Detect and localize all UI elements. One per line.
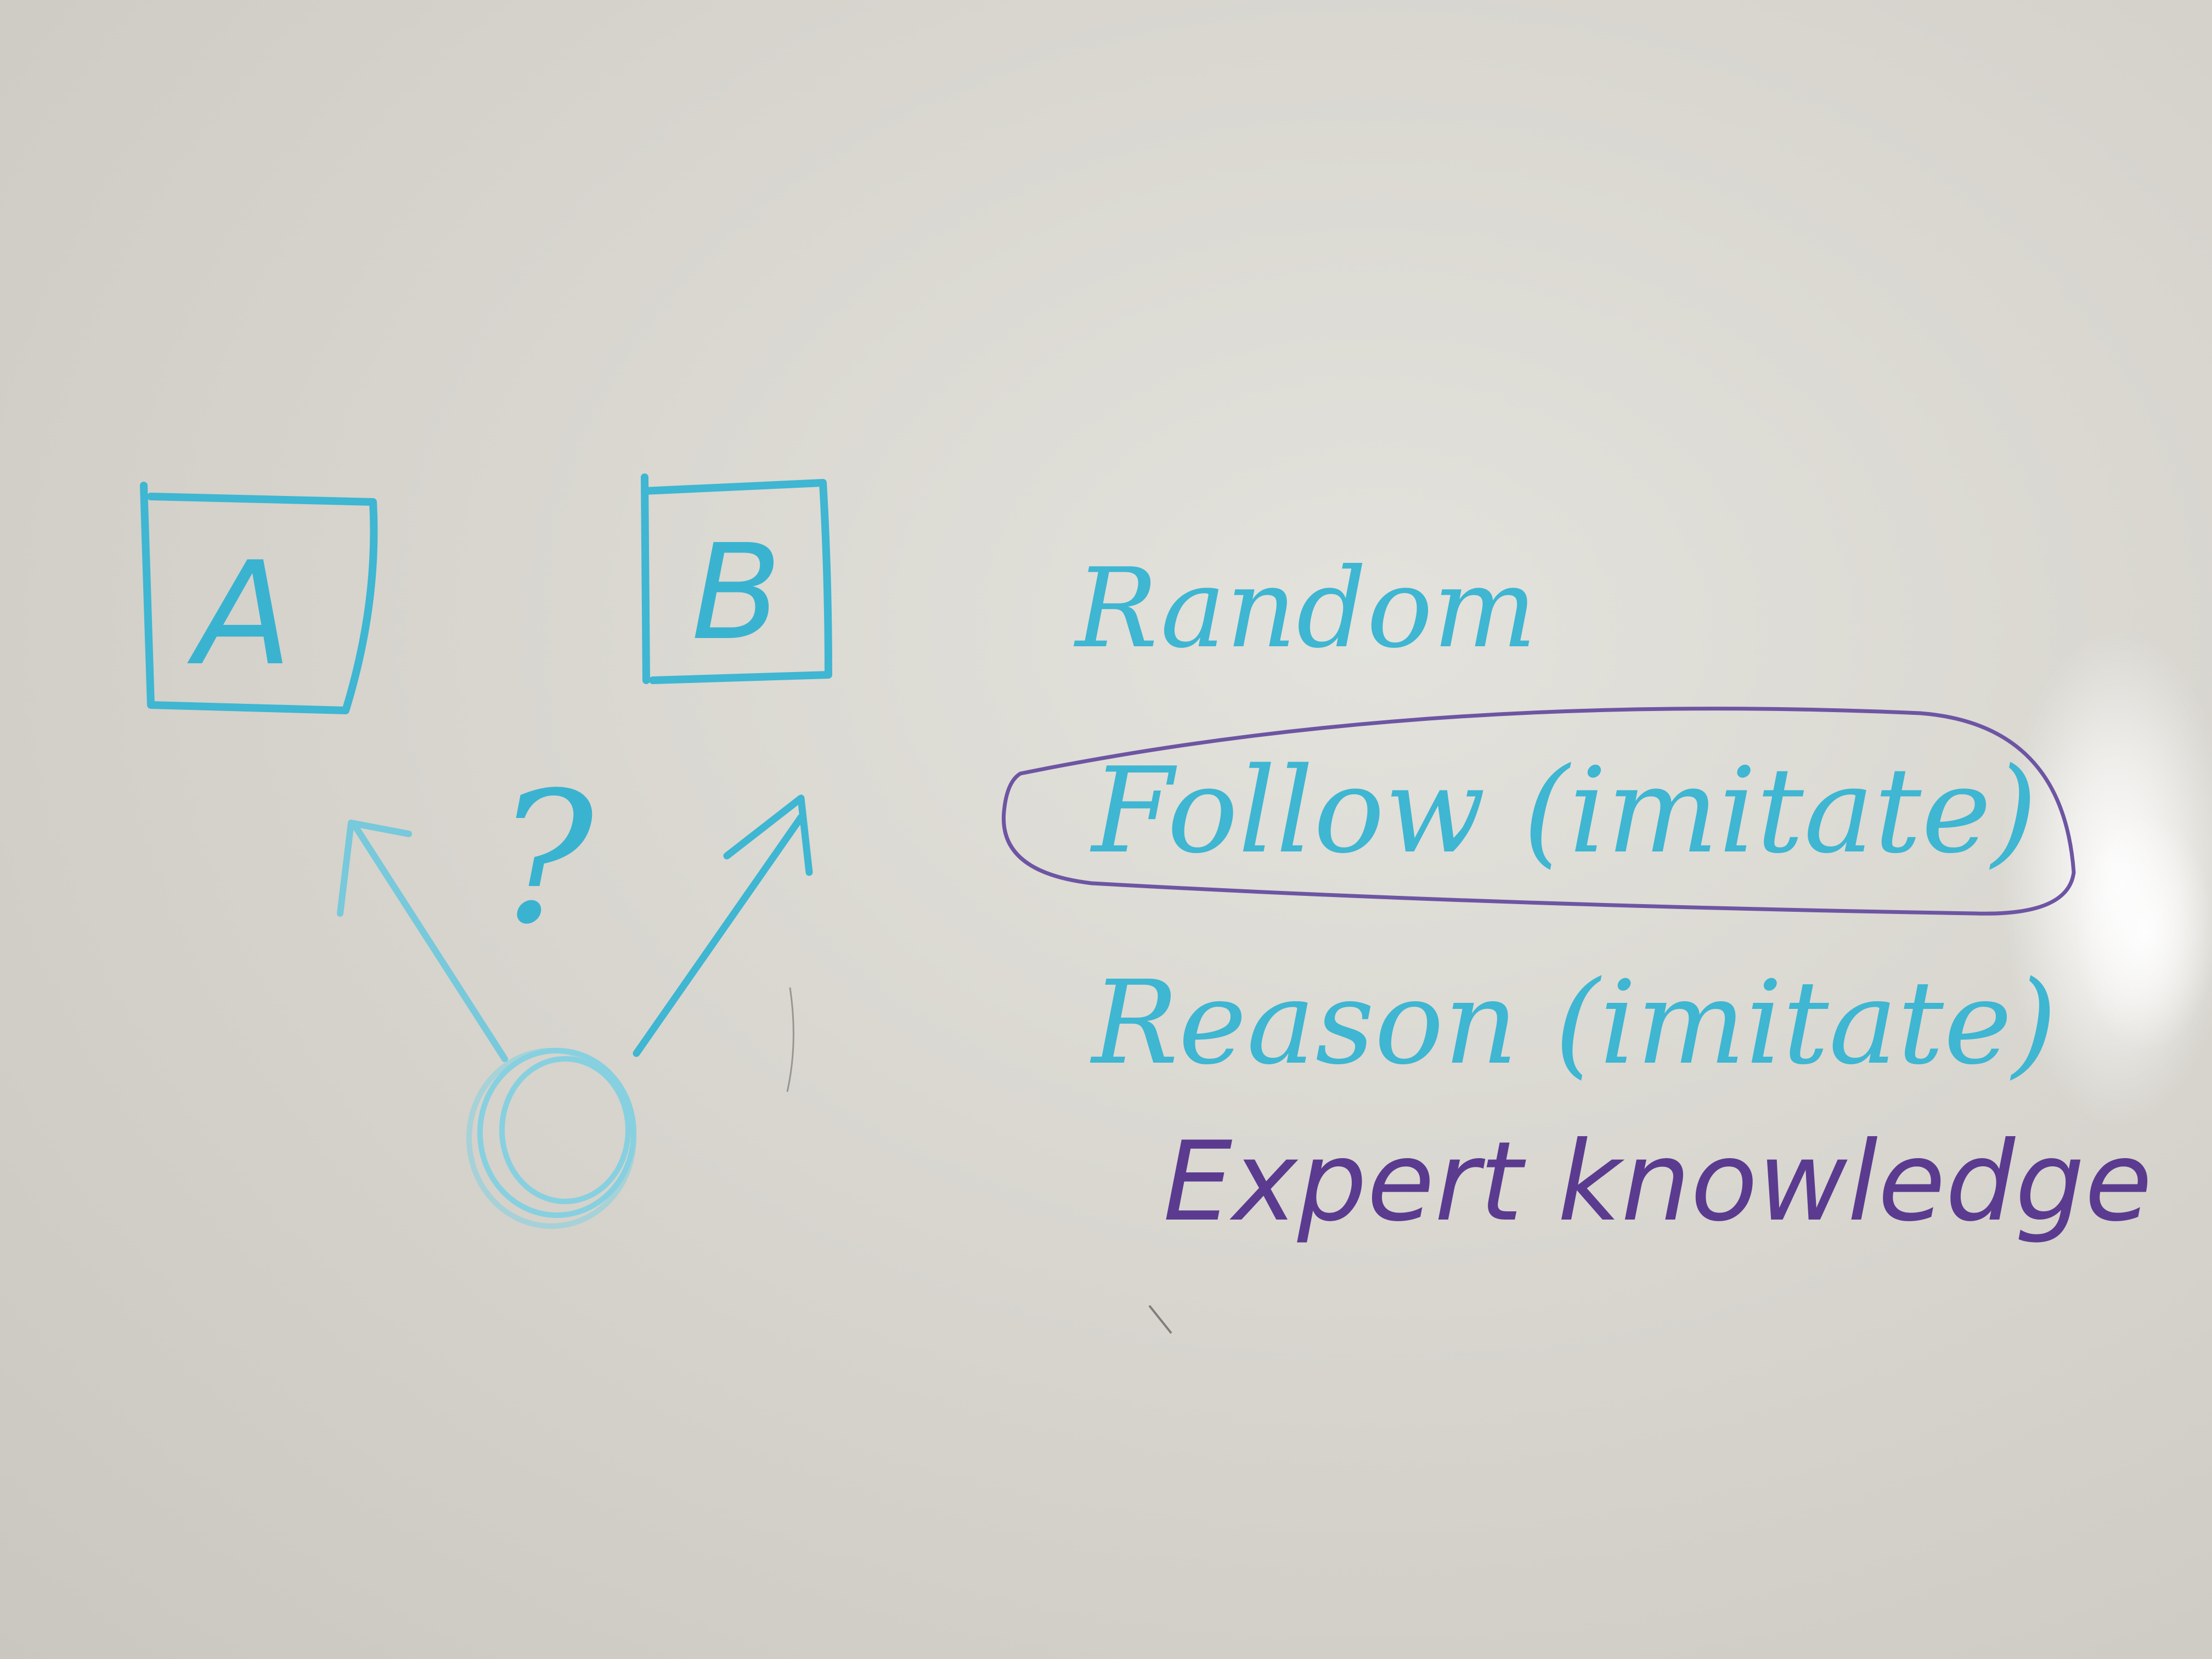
stray-mark xyxy=(786,987,794,1092)
question-mark: ? xyxy=(496,753,594,964)
light-glare-core xyxy=(2074,812,2212,1053)
box-b xyxy=(641,473,832,684)
option-follow: Follow (imitate) xyxy=(1092,742,2038,879)
note-expert-knowledge: Expert knowledge xyxy=(1163,1118,2153,1246)
highlight-oval xyxy=(1001,707,2076,916)
box-b-label: B xyxy=(691,516,782,669)
box-a-label: A xyxy=(195,532,292,697)
stray-mark xyxy=(1148,1305,1172,1334)
box-a xyxy=(140,482,378,714)
arrow-to-b xyxy=(633,794,813,1057)
option-reason: Reason (imitate) xyxy=(1092,956,2057,1090)
arrow-to-a xyxy=(337,820,508,1062)
agent-circle xyxy=(466,1048,636,1229)
option-random: Random xyxy=(1075,545,1537,673)
